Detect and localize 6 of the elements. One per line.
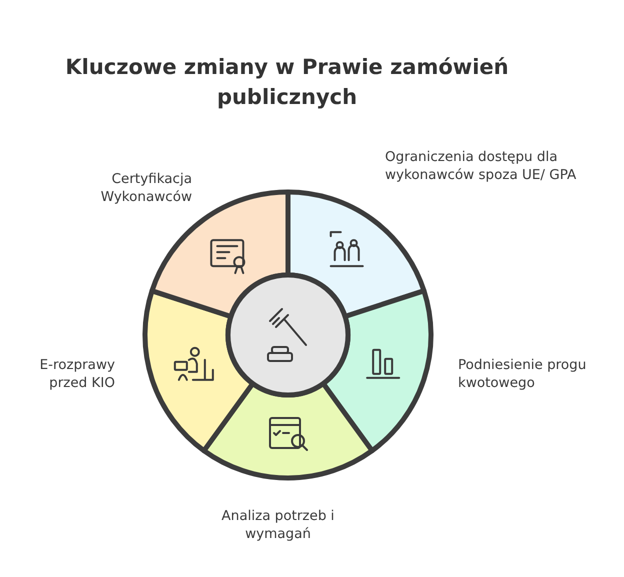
- segment-label: Certyfikacja Wykonawców: [100, 170, 192, 206]
- segment-label: Analiza potrzeb i wymagań: [220, 507, 336, 543]
- segment-label: Podniesienie progu kwotowego: [458, 356, 588, 392]
- segment-label: Ograniczenia dostępu dla wykonawców spoza UE/ GPA: [385, 148, 578, 184]
- segment-label: E-rozprawy przed KIO: [38, 356, 115, 392]
- diagram-title: Kluczowe zmiany w Prawie zamówień publicznych: [64, 54, 510, 111]
